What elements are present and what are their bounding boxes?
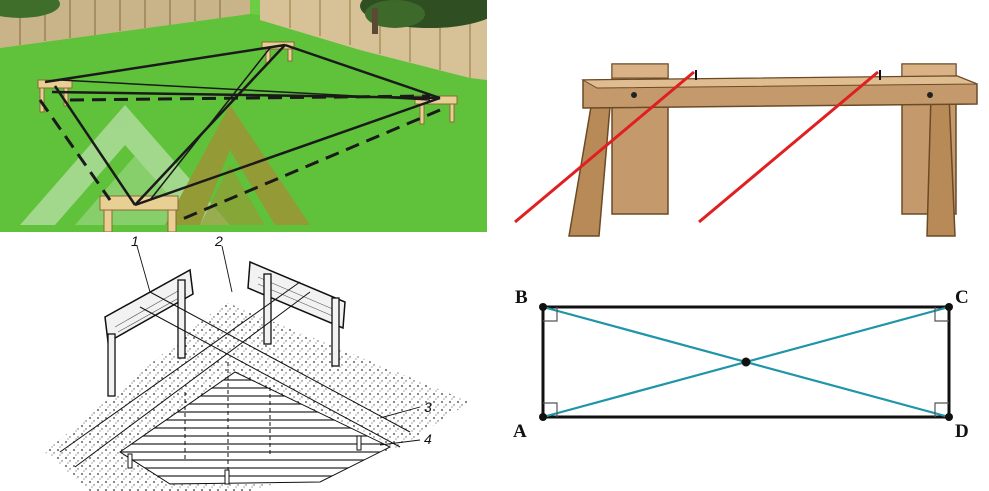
string-line-right[interactable] <box>698 70 879 224</box>
vertex-c: C <box>955 287 969 308</box>
rectangle-diagonals-panel: B C A D <box>487 245 989 491</box>
plumb-lines <box>184 362 271 472</box>
vertex-d: D <box>955 421 969 442</box>
vertex-b: B <box>515 287 528 308</box>
foundation-trench <box>119 371 392 485</box>
batter-board-illustration <box>514 63 978 237</box>
rectangle-diagram: B C A D <box>513 287 969 442</box>
label-4: 4 <box>424 431 432 447</box>
garden-layout-panel <box>0 0 487 232</box>
center-point <box>741 357 751 367</box>
nail-left <box>631 92 637 98</box>
left-rear-leg <box>568 94 612 237</box>
corner-stakes <box>127 435 362 485</box>
batter-board-sketch-panel: 1 2 3 4 <box>0 232 487 491</box>
vertex-dots <box>539 303 953 421</box>
fence-left <box>0 0 250 48</box>
right-angle-marks <box>543 307 949 417</box>
batter-board-left <box>104 268 194 344</box>
garden-layout-illustration <box>0 0 487 232</box>
tree-left <box>0 0 60 18</box>
dashed-layout-lines <box>38 94 441 222</box>
label-2: 2 <box>214 233 223 249</box>
label-3: 3 <box>424 399 432 415</box>
sketch-strings <box>59 281 411 468</box>
string-line-panel <box>487 0 989 245</box>
string-line-left[interactable] <box>514 70 695 224</box>
vertex-a: A <box>513 421 527 442</box>
batter-board-sketch: 1 2 3 4 <box>45 233 470 491</box>
rectangle-outline <box>541 305 951 419</box>
label-1: 1 <box>131 233 139 249</box>
batter-board-right <box>247 260 346 330</box>
nail-right <box>927 92 933 98</box>
